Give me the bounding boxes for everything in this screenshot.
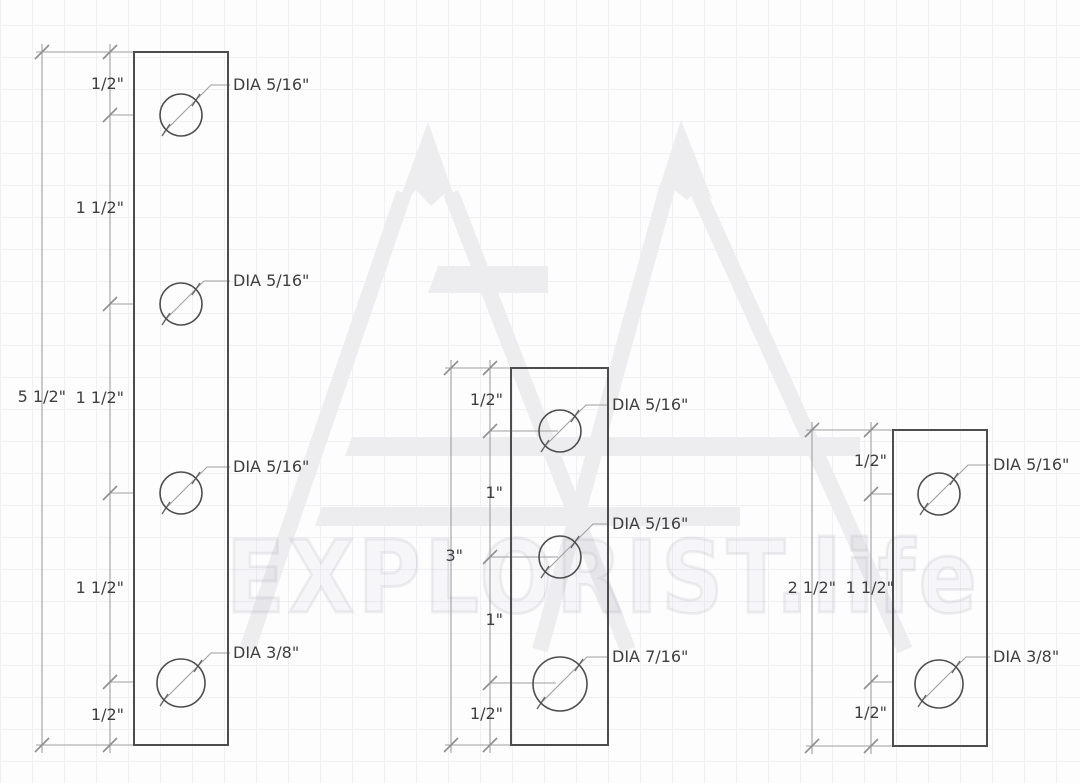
right-peak-left-slope: [532, 182, 676, 653]
drill-holes: [156, 93, 206, 708]
watermark-wordmark: EXPLORIST.life: [225, 519, 981, 636]
dimension-label: 1 1/2": [845, 578, 894, 597]
drill-holes: [532, 409, 588, 712]
hole-diameter-label: DIA 7/16": [612, 647, 689, 666]
dimension-label: 1": [485, 610, 503, 629]
hole-circle: [538, 409, 582, 453]
mountain-slopes: [239, 181, 913, 654]
left-peak-snowcap: [397, 122, 458, 207]
right-busbar-drawing: [804, 422, 990, 754]
hole-diameter-label: DIA 5/16": [233, 457, 310, 476]
hole-circle: [159, 93, 203, 137]
overall-dimension-label: 2 1/2": [787, 578, 836, 597]
dimension-label: 1 1/2": [75, 578, 124, 597]
middle-busbar-drawing: [443, 360, 609, 753]
dimension-label: 1 1/2": [75, 198, 124, 217]
dimension-label: 1 1/2": [75, 388, 124, 407]
hole-diameter-label: DIA 5/16": [993, 455, 1070, 474]
hole-circle: [159, 471, 203, 515]
overall-dimension-label: 5 1/2": [17, 387, 66, 406]
dimension-lines: [36, 44, 230, 753]
hole-circle: [532, 656, 588, 712]
dimension-label: 1/2": [853, 703, 887, 722]
hole-circle: [159, 282, 203, 326]
hole-diameter-label: DIA 5/16": [612, 514, 689, 533]
dimension-label: 1": [485, 483, 503, 502]
hole-leader-lines: [161, 84, 230, 703]
busbar-outline: [133, 51, 229, 746]
hole-diameter-label: DIA 3/8": [993, 647, 1060, 666]
right-peak-snowcap: [656, 120, 712, 200]
hole-leader-lines: [921, 464, 990, 702]
hole-diameter-label: DIA 3/8": [233, 643, 300, 662]
hole-leader-tick-marks: [536, 409, 584, 710]
right-peak-right-slope: [687, 181, 913, 654]
busbar-outline: [892, 429, 988, 747]
hole-circle: [914, 659, 964, 709]
dimension-label: 1/2": [90, 74, 124, 93]
dimension-tick-marks: [443, 360, 498, 753]
overall-dimension-label: 3": [445, 546, 463, 565]
dimension-label: 1/2": [90, 705, 124, 724]
hole-leader-tick-marks: [159, 93, 203, 707]
hole-diameter-label: DIA 5/16": [612, 395, 689, 414]
hole-circle: [156, 658, 206, 708]
dimension-tick-marks: [804, 422, 879, 754]
left-busbar-drawing: [34, 44, 230, 753]
drill-holes: [914, 472, 964, 709]
dimension-tick-marks: [34, 44, 118, 753]
left-peak-left-slope: [239, 190, 412, 653]
dimension-label: 1/2": [469, 704, 503, 723]
hole-circle: [917, 472, 961, 516]
hole-diameter-label: DIA 5/16": [233, 271, 310, 290]
dimension-label: 1/2": [469, 390, 503, 409]
dimension-label: 1/2": [853, 451, 887, 470]
logo-bar-bottom: [315, 507, 740, 526]
left-peak-right-slope: [443, 190, 636, 653]
busbar-outline: [510, 367, 609, 746]
dimension-lines: [806, 422, 990, 754]
hole-circle: [538, 535, 582, 579]
hole-leader-lines: [540, 404, 609, 704]
hole-diameter-label: DIA 5/16": [233, 75, 310, 94]
